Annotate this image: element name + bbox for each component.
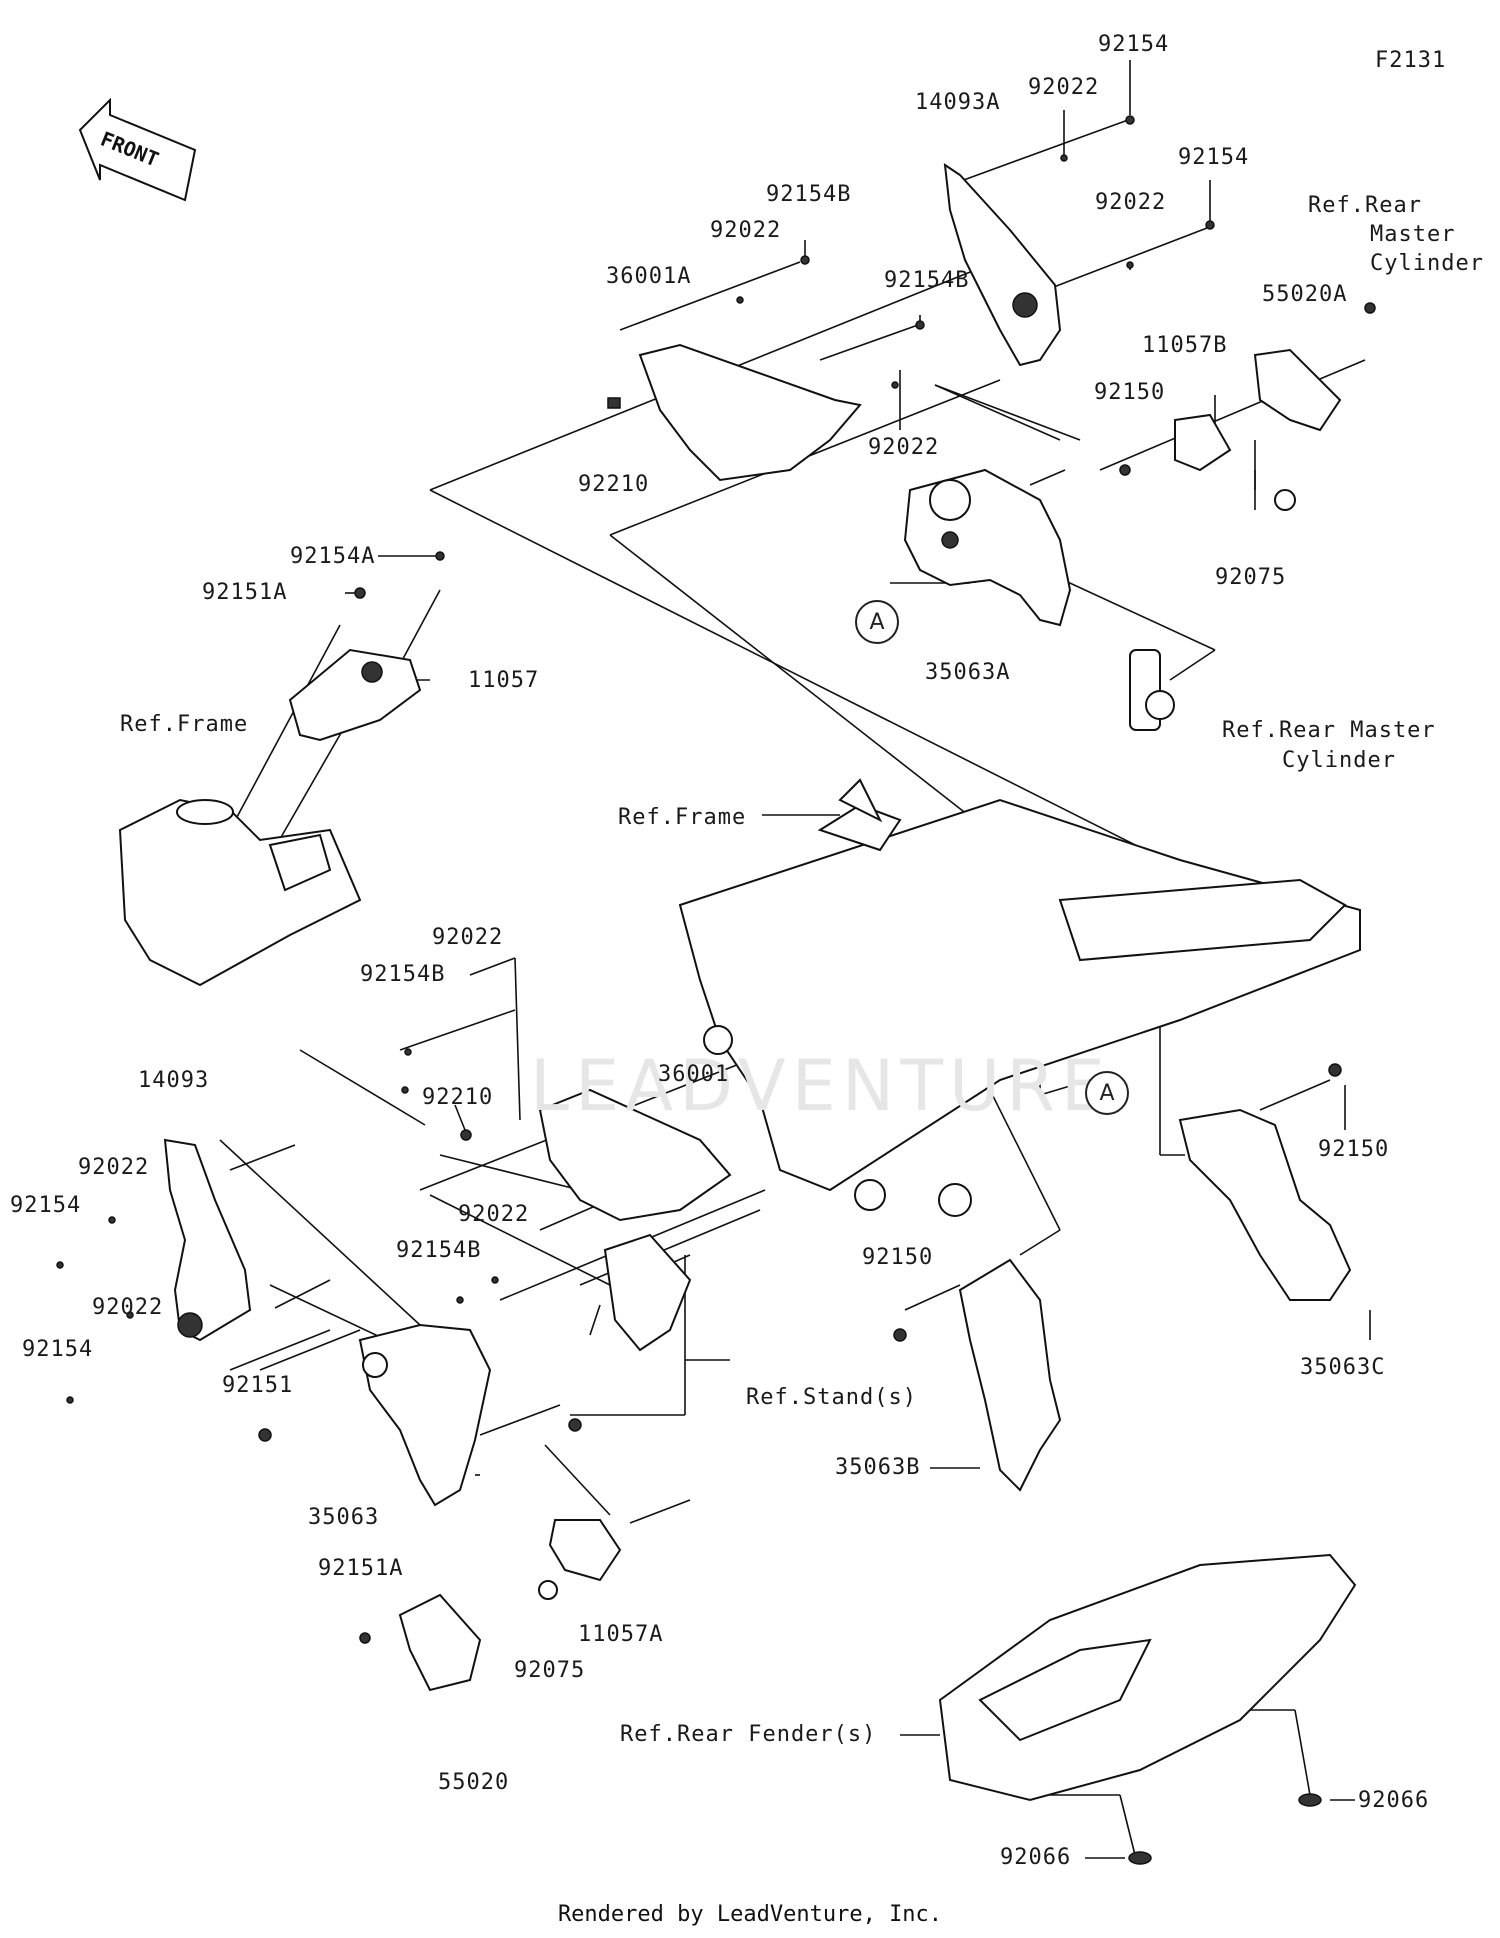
label-92022-l2[interactable]: 92022 [92,1295,164,1320]
label-92150-top[interactable]: 92150 [1094,380,1166,405]
label-35063A[interactable]: 35063A [925,660,1011,685]
label-ref-rear-master-3[interactable]: Cylinder [1370,251,1484,276]
label-11057[interactable]: 11057 [468,668,540,693]
label-ref-rear-fender[interactable]: Ref.Rear Fender(s) [620,1722,877,1747]
bracket-35063C [1178,1108,1352,1301]
label-92154-l2[interactable]: 92154 [22,1337,94,1362]
label-92150-r[interactable]: 92150 [1318,1137,1390,1162]
bracket-14093A [943,162,1062,367]
label-92075-top[interactable]: 92075 [1215,565,1287,590]
label-92022-m2[interactable]: 92022 [458,1202,530,1227]
bracket-35063A [903,468,1072,627]
rear-master-cylinder [1129,649,1175,731]
label-92154-right[interactable]: 92154 [1178,145,1250,170]
label-92154A[interactable]: 92154A [290,544,376,569]
label-92154B-top[interactable]: 92154B [766,182,852,207]
label-35063B[interactable]: 35063B [835,1455,921,1480]
label-92154B-m[interactable]: 92154B [360,962,446,987]
label-55020A[interactable]: 55020A [1262,282,1348,307]
label-92022-b[interactable]: 92022 [868,435,940,460]
fastener-dots [56,115,1376,1644]
plate-11057B [1174,413,1232,472]
frame-head-left [118,798,362,987]
label-92154-top[interactable]: 92154 [1098,32,1170,57]
plate-11057A [548,1519,622,1582]
label-92154B-m2[interactable]: 92154B [396,1238,482,1263]
label-36001A[interactable]: 36001A [606,264,692,289]
collar-92075-upper [1274,489,1296,511]
label-36001[interactable]: 36001 [658,1062,730,1087]
stand-bracket [603,1233,692,1352]
label-14093[interactable]: 14093 [138,1068,210,1093]
label-11057B[interactable]: 11057B [1142,333,1228,358]
watermark: LEADVENTURE [530,1045,1111,1127]
cover-55020 [398,1593,482,1692]
cover-36001 [538,1088,732,1222]
label-92022-right[interactable]: 92022 [1095,190,1167,215]
callout-A-upper: A [855,600,899,644]
label-ref-rear-master-2[interactable]: Master [1370,222,1456,247]
label-ref-frame-mid[interactable]: Ref.Frame [618,805,747,830]
label-ref-rear-master-b2[interactable]: Cylinder [1282,748,1396,773]
label-92210-m[interactable]: 92210 [422,1085,494,1110]
label-92150-mid[interactable]: 92150 [862,1245,934,1270]
collar-92075-lower [538,1580,558,1600]
bracket-35063 [358,1323,492,1507]
label-92022-m[interactable]: 92022 [432,925,504,950]
label-14093A[interactable]: 14093A [915,90,1001,115]
callout-A-lower: A [1085,1071,1129,1115]
label-11057A[interactable]: 11057A [578,1622,664,1647]
bracket-35063B [958,1258,1062,1492]
label-92022-top[interactable]: 92022 [1028,75,1100,100]
label-92075-b[interactable]: 92075 [514,1658,586,1683]
label-92022-l1[interactable]: 92022 [78,1155,150,1180]
front-arrow-icon: FRONT [78,97,197,202]
label-92151[interactable]: 92151 [222,1373,294,1398]
main-frame [678,778,1361,1217]
label-35063C[interactable]: 35063C [1300,1355,1386,1380]
diagram-code: F2131 [1375,48,1447,73]
label-ref-rear-master-1[interactable]: Ref.Rear [1308,193,1422,218]
label-92154-l1[interactable]: 92154 [10,1193,82,1218]
label-ref-rear-master-b1[interactable]: Ref.Rear Master [1222,718,1436,743]
label-ref-stands[interactable]: Ref.Stand(s) [746,1385,917,1410]
label-92210-top[interactable]: 92210 [578,472,650,497]
label-ref-frame-left[interactable]: Ref.Frame [120,712,249,737]
label-92154B-b[interactable]: 92154B [884,268,970,293]
cover-55020A [1253,348,1342,432]
label-92151A-b[interactable]: 92151A [318,1556,404,1581]
bracket-14093 [163,1138,252,1342]
rear-fender [938,1553,1357,1865]
label-55020[interactable]: 55020 [438,1770,510,1795]
footer-credit: Rendered by LeadVenture, Inc. [557,1902,943,1927]
label-92022-a[interactable]: 92022 [710,218,782,243]
cover-36001A [607,343,862,482]
label-35063[interactable]: 35063 [308,1505,380,1530]
label-92151A-top[interactable]: 92151A [202,580,288,605]
label-92066-r[interactable]: 92066 [1358,1788,1430,1813]
label-92066-b[interactable]: 92066 [1000,1845,1072,1870]
clamp-11057 [288,648,422,742]
